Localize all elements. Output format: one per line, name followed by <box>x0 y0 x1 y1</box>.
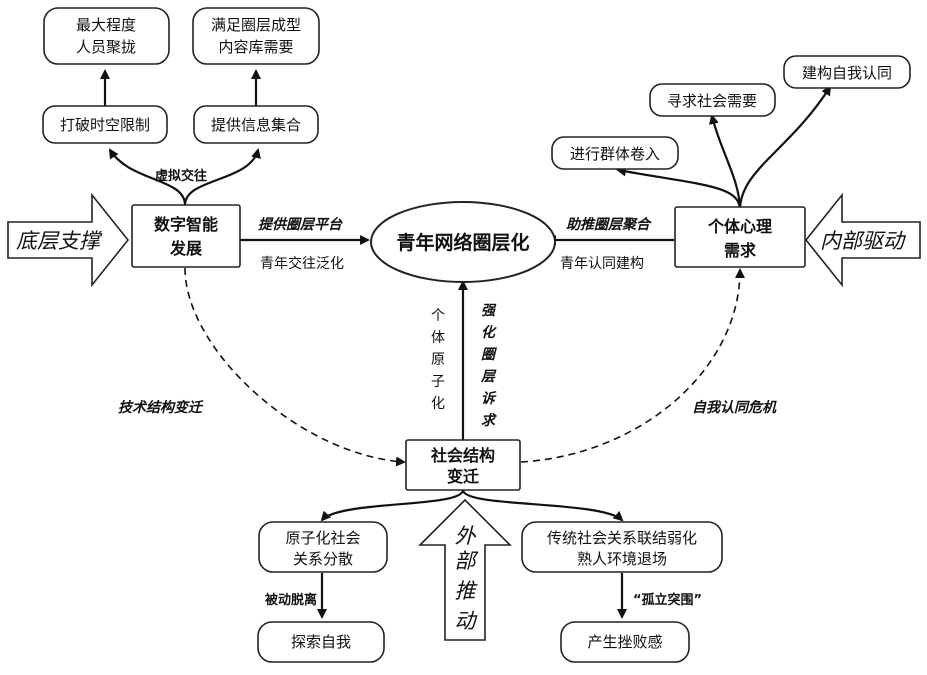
psych-need-line1: 个体心理 <box>707 217 772 236</box>
edge-label-youth-generalize: 青年交往泛化 <box>260 255 344 272</box>
edge-label-strengthen-c4: 层 <box>480 369 497 385</box>
node-frustration-box <box>560 621 690 663</box>
edge-label-isolation-breakout: “孤立突围” <box>633 592 702 608</box>
weaken-ties-line2: 熟人环境退场 <box>577 550 667 568</box>
atomized-line1: 原子化社会 <box>285 529 360 547</box>
seek-social-label: 寻求社会需要 <box>667 92 757 110</box>
node-weaken-ties-box <box>521 521 723 573</box>
arrow-psych-to-seek <box>708 114 742 211</box>
arrow-virtual-to-break <box>108 148 187 206</box>
build-identity-label: 建构自我认同 <box>802 64 892 82</box>
edge-label-strengthen-c5: 诉 <box>481 390 497 407</box>
node-break-limit-box <box>42 105 168 144</box>
big-arrow-bottom-char4: 动 <box>455 609 479 633</box>
node-psych-need-box <box>674 206 806 268</box>
edge-label-provide-platform: 提供圈层平台 <box>258 216 343 233</box>
social-change-line1: 社会结构 <box>430 446 495 465</box>
edge-label-identity-crisis: 自我认同危机 <box>692 399 777 416</box>
weaken-ties-line1: 传统社会关系联结弱化 <box>547 529 697 547</box>
big-arrow-left <box>7 192 130 288</box>
digital-dev-line2: 发展 <box>169 239 203 258</box>
node-center-ellipse <box>370 201 556 283</box>
big-arrow-bottom-char3: 推 <box>455 579 479 603</box>
arrow-psych-to-group <box>616 166 742 211</box>
frustration-label: 产生挫败感 <box>587 633 662 651</box>
content-need-line1: 满足圈层成型 <box>211 16 301 34</box>
dashed-tech-change <box>184 267 406 467</box>
edge-label-strengthen-c3: 圈 <box>481 347 498 363</box>
edge-label-tech-change: 技术结构变迁 <box>118 399 204 416</box>
arrow-social-to-atom <box>320 489 465 522</box>
atomized-line2: 关系分散 <box>293 550 353 568</box>
node-content-need-box <box>192 7 320 65</box>
node-group-involve-box <box>551 136 679 170</box>
big-arrow-bottom-char1: 外 <box>455 524 477 548</box>
break-limit-label: 打破时空限制 <box>60 116 150 134</box>
digital-dev-line1: 数字智能 <box>154 215 218 234</box>
max-gather-line1: 最大程度 <box>76 16 136 34</box>
dashed-identity-crisis <box>520 268 745 463</box>
node-digital-dev-box <box>131 204 241 268</box>
social-change-line2: 变迁 <box>447 467 479 486</box>
big-arrow-right <box>804 192 921 288</box>
edge-label-strengthen-c1: 强 <box>481 303 497 319</box>
edge-label-atom-c4: 子 <box>431 374 445 390</box>
center-label: 青年网络圈层化 <box>396 231 529 254</box>
edge-label-atom-c2: 体 <box>431 330 445 346</box>
node-social-change-box <box>405 439 521 491</box>
big-arrow-left-label: 底层支撑 <box>16 229 103 253</box>
explore-self-label: 探索自我 <box>291 633 351 651</box>
big-arrow-bottom <box>418 498 512 641</box>
info-collect-label: 提供信息集合 <box>211 116 301 134</box>
content-need-line2: 内容库需要 <box>218 38 293 56</box>
edge-label-virtual: 虚拟交往 <box>155 168 207 184</box>
node-explore-self-box <box>257 621 385 663</box>
edge-label-atom-c1: 个 <box>431 308 445 324</box>
group-involve-label: 进行群体卷入 <box>570 145 660 163</box>
edge-label-youth-identity: 青年认同建构 <box>560 256 644 272</box>
edge-label-atom-c3: 原 <box>431 352 445 368</box>
arrow-social-to-weaken <box>461 489 624 522</box>
edge-label-strengthen-c2: 化 <box>481 324 497 341</box>
node-seek-social-box <box>649 83 776 117</box>
node-build-identity-box <box>783 55 911 89</box>
psych-need-line2: 需求 <box>724 241 757 260</box>
max-gather-line2: 人员聚拢 <box>76 38 136 56</box>
arrow-virtual-to-info <box>183 148 261 206</box>
edge-label-strengthen-c6: 求 <box>481 412 497 429</box>
big-arrow-bottom-char2: 部 <box>455 549 479 573</box>
edge-label-boost-aggregate: 助推圈层聚合 <box>566 216 652 233</box>
big-arrow-right-label: 内部驱动 <box>820 229 907 253</box>
node-atomized-box <box>258 521 388 573</box>
edge-label-atom-c5: 化 <box>431 396 445 412</box>
arrow-psych-to-identity <box>738 85 832 211</box>
edge-label-passive-detach: 被动脱离 <box>264 592 317 608</box>
node-max-gather-box <box>43 7 170 65</box>
node-info-collect-box <box>193 105 319 144</box>
